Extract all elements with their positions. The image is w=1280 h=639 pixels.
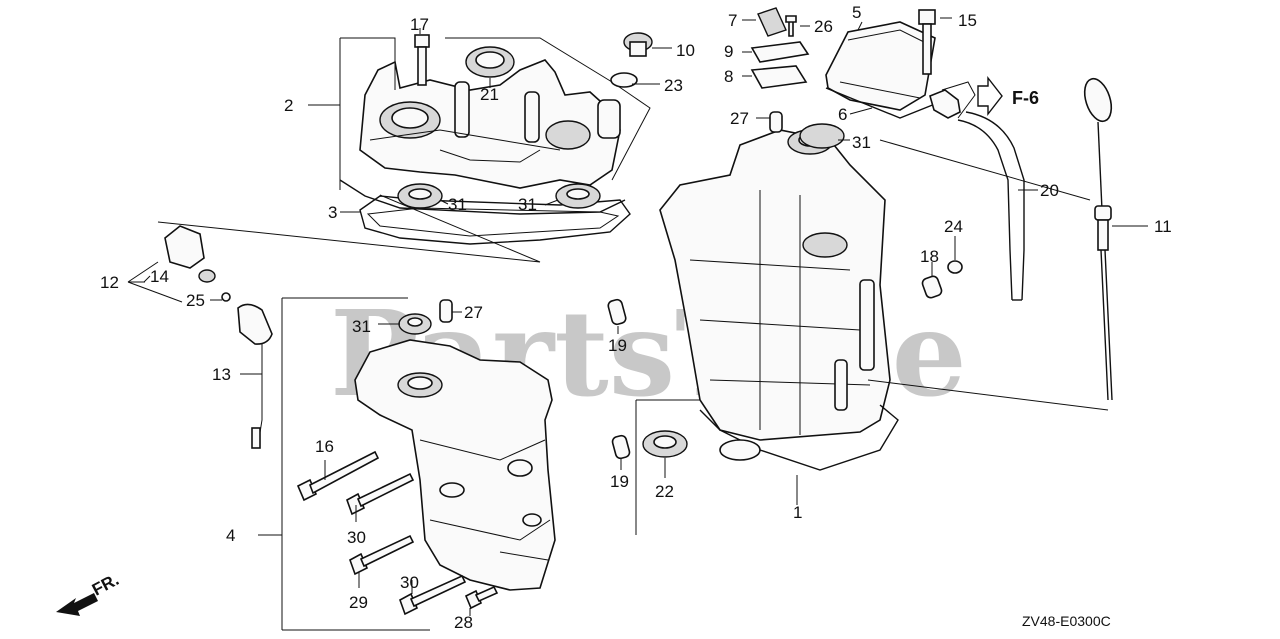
dowel-pin-19-a bbox=[607, 298, 627, 326]
breather-hose bbox=[957, 111, 1025, 301]
filler-cap-10 bbox=[623, 32, 653, 57]
dowel-pin-18 bbox=[921, 275, 943, 299]
front-direction-arrow: FR. bbox=[56, 570, 122, 616]
oil-seal-31-c bbox=[398, 313, 432, 335]
terminal-cap-13 bbox=[237, 303, 273, 449]
callout-22: 22 bbox=[655, 482, 674, 501]
callout-24: 24 bbox=[944, 217, 963, 236]
callout-16: 16 bbox=[315, 437, 334, 456]
callout-18: 18 bbox=[920, 247, 939, 266]
plate-8 bbox=[750, 65, 808, 89]
callout-leaders bbox=[143, 17, 1148, 616]
breather-plate-7 bbox=[757, 7, 787, 37]
dowel-pin-27-a bbox=[439, 299, 453, 323]
reference-label: F-6 bbox=[1012, 88, 1039, 108]
oil-dipstick bbox=[1083, 77, 1113, 401]
oil-seal-31-d bbox=[799, 123, 845, 149]
oil-seal-22 bbox=[642, 430, 688, 458]
callout-31-d: 31 bbox=[852, 133, 871, 152]
dowel-pin-19-b bbox=[611, 434, 631, 460]
callout-31-c: 31 bbox=[352, 317, 371, 336]
callout-14: 14 bbox=[150, 267, 169, 286]
oil-seal-31-b bbox=[555, 183, 601, 209]
callout-12: 12 bbox=[100, 273, 119, 292]
dowel-pin-27-b bbox=[769, 111, 783, 133]
callout-8: 8 bbox=[724, 67, 733, 86]
callout-19-b: 19 bbox=[610, 472, 629, 491]
callout-30-b: 30 bbox=[400, 573, 419, 592]
callout-25: 25 bbox=[186, 291, 205, 310]
callout-26: 26 bbox=[814, 17, 833, 36]
callout-10: 10 bbox=[676, 41, 695, 60]
callout-23: 23 bbox=[664, 76, 683, 95]
bolts-lower bbox=[296, 450, 499, 616]
callout-13: 13 bbox=[212, 365, 231, 384]
screw-26 bbox=[785, 15, 797, 37]
washer-24 bbox=[947, 260, 963, 274]
breather-cover bbox=[825, 21, 936, 119]
callout-17: 17 bbox=[410, 15, 429, 34]
callout-20: 20 bbox=[1040, 181, 1059, 200]
callout-31-a: 31 bbox=[448, 195, 467, 214]
callout-6: 6 bbox=[838, 105, 847, 124]
callout-29: 29 bbox=[349, 593, 368, 612]
callout-30-a: 30 bbox=[347, 528, 366, 547]
callout-28: 28 bbox=[454, 613, 473, 632]
callout-4: 4 bbox=[226, 526, 235, 545]
gasket-9 bbox=[750, 41, 810, 63]
callout-3: 3 bbox=[328, 203, 337, 222]
callout-9: 9 bbox=[724, 42, 733, 61]
callout-2: 2 bbox=[284, 96, 293, 115]
callout-15: 15 bbox=[958, 11, 977, 30]
callout-21: 21 bbox=[480, 85, 499, 104]
oil-pressure-switch bbox=[164, 225, 231, 302]
callout-11: 11 bbox=[1154, 217, 1172, 236]
oil-seal-21 bbox=[465, 46, 515, 78]
diagram-code: ZV48-E0300C bbox=[1022, 613, 1111, 629]
callout-7: 7 bbox=[728, 11, 737, 30]
o-ring-23 bbox=[610, 72, 638, 88]
callout-27-b: 27 bbox=[464, 303, 483, 322]
crankcase-cover bbox=[339, 59, 626, 215]
callout-19-a: 19 bbox=[608, 336, 627, 355]
cylinder-block bbox=[659, 129, 899, 471]
callout-1: 1 bbox=[793, 503, 802, 522]
bolt-17 bbox=[414, 34, 430, 86]
bolt-15 bbox=[918, 9, 936, 75]
callout-5: 5 bbox=[852, 3, 861, 22]
reference-arrow bbox=[977, 75, 1003, 117]
oil-seal-31-a bbox=[397, 183, 443, 209]
callout-31-b: 31 bbox=[518, 195, 537, 214]
lower-case bbox=[354, 339, 556, 591]
callout-27-a: 27 bbox=[730, 109, 749, 128]
